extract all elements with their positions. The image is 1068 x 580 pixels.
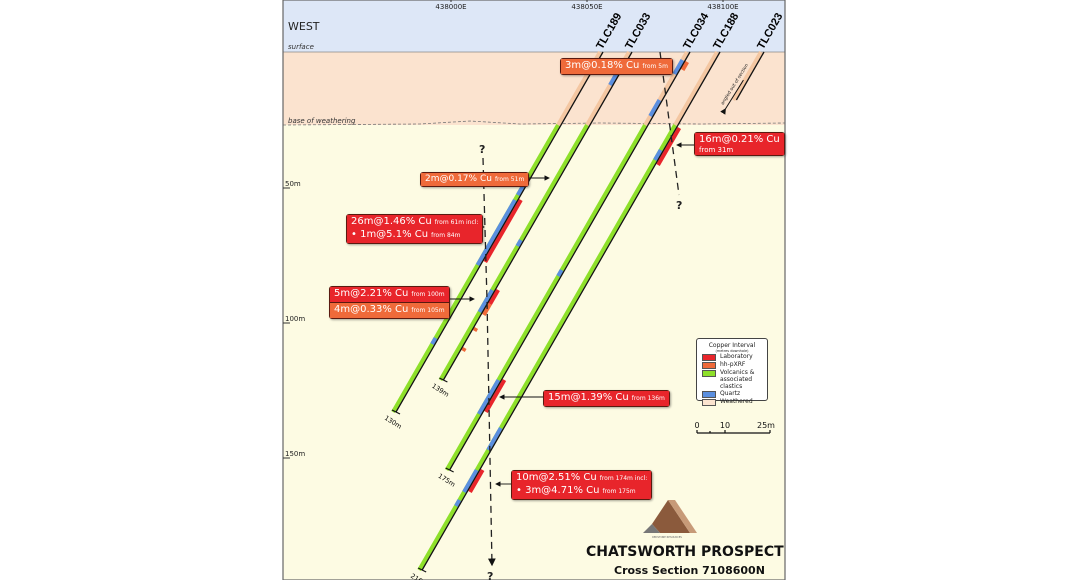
lab-copper-interval <box>484 379 507 413</box>
depth-axis: 50m 100m 150m <box>283 180 305 459</box>
hole-end-tick <box>417 567 427 573</box>
quartz-interval <box>477 379 501 415</box>
legend-title: Copper Interval <box>708 342 756 349</box>
lab-copper-interval <box>483 199 523 263</box>
legend-subtitle: (metres downhole) <box>715 349 749 353</box>
depth-label: 50m <box>285 180 301 188</box>
sub-interval-grade: • 3m@4.71% Cu <box>516 485 600 496</box>
west-label: WEST <box>288 20 320 33</box>
pxrf-copper-interval <box>482 303 492 316</box>
quartz-interval <box>556 269 564 277</box>
interval-from: from 100m <box>411 291 445 298</box>
legend-item-volcanics: Volcanics & associated clastics <box>702 369 767 390</box>
interval-grade: 5m@2.21% Cu <box>334 288 409 299</box>
section-subtitle: Cross Section 7108600N <box>614 564 765 577</box>
svg-text:REDSTONE RESOURCES: REDSTONE RESOURCES <box>652 535 682 539</box>
sub-interval-grade: 4m@0.33% Cu <box>334 304 409 315</box>
interval-grade: 26m@1.46% Cu <box>351 216 432 227</box>
interval-from: from 174m incl: <box>599 475 648 482</box>
interval-grade: 10m@2.51% Cu <box>516 472 597 483</box>
quartz-interval <box>477 289 494 313</box>
quartz-interval <box>672 59 685 75</box>
hole-end-tick <box>439 377 448 383</box>
frame <box>282 0 786 580</box>
quartz-interval <box>454 499 462 507</box>
interval-from: from 5m <box>642 63 668 70</box>
drill-hole-tlc023 <box>735 51 765 101</box>
quartz-interval <box>430 337 438 345</box>
interpreted-fault-east <box>659 51 680 196</box>
easting-label: 438100E <box>707 3 738 11</box>
quartz-interval <box>648 99 662 117</box>
sub-interval-from: from 175m <box>602 488 636 495</box>
interval-from: from 51m <box>494 176 525 183</box>
sub-interval-grade: • 1m@5.1% Cu <box>351 229 429 240</box>
legend-item-pxrf: hh-pXRF <box>702 361 767 369</box>
pxrf-copper-interval <box>680 61 689 71</box>
sub-interval-from: from 105m <box>411 307 445 314</box>
interval-grade: 16m@0.21% Cu <box>699 134 780 145</box>
legend-item-weathered: Weathered <box>702 398 767 406</box>
weathered-trace <box>673 51 719 126</box>
base-of-weathering-label: base of weathering <box>288 117 356 125</box>
quartz-interval <box>653 149 663 161</box>
lab-copper-interval <box>468 469 485 493</box>
legend: Copper Interval (metres downhole) Labora… <box>696 338 768 406</box>
interval-grade: 15m@1.39% Cu <box>548 392 629 403</box>
svg-text:10: 10 <box>720 421 730 430</box>
easting-label: 438050E <box>571 3 602 11</box>
company-logo: REDSTONE RESOURCES <box>643 500 697 539</box>
depth-label: 100m <box>285 315 305 323</box>
svg-text:0: 0 <box>694 421 699 430</box>
quartz-interval <box>462 469 479 493</box>
sub-interval-from: from 84m <box>431 232 461 239</box>
drill-hole-tlc033 <box>442 51 633 381</box>
prospect-title: CHATSWORTH PROSPECT <box>586 544 784 560</box>
lab-copper-interval <box>488 289 500 305</box>
svg-text:25m: 25m <box>757 421 775 430</box>
fault-query-bottom: ? <box>487 570 493 580</box>
base-of-weathering-line <box>282 120 786 126</box>
hole-end-depth: 216m <box>409 572 429 580</box>
lab-copper-interval <box>656 127 682 166</box>
drill-hole-tlc188 <box>421 51 721 571</box>
volcanics-trace <box>391 124 560 413</box>
drill-hole-tlc189 <box>395 51 604 413</box>
interval-grade: 3m@0.18% Cu <box>565 60 640 71</box>
quartz-interval <box>475 199 517 266</box>
fault-query-east: ? <box>676 199 682 212</box>
easting-axis: 438000E 438050E 438100E <box>435 0 739 11</box>
legend-item-quartz: Quartz <box>702 390 767 398</box>
depth-label: 150m <box>285 450 305 458</box>
volcanics-trace <box>417 124 677 571</box>
scale-bar: 0 10 25m <box>694 421 775 434</box>
interpreted-fault-west <box>482 157 496 567</box>
easting-label: 438000E <box>435 3 466 11</box>
interval-grade: 2m@0.17% Cu <box>425 174 492 184</box>
quartz-interval <box>515 239 523 247</box>
fault-query-top: ? <box>479 143 485 156</box>
surface-label: surface <box>288 43 314 51</box>
hole-end-tick <box>445 467 454 473</box>
legend-item-laboratory: Laboratory <box>702 353 767 361</box>
interval-from: from 61m incl: <box>434 219 479 226</box>
interval-from: from 31m <box>699 146 734 154</box>
pxrf-copper-interval <box>461 347 467 352</box>
volcanics-trace <box>438 124 589 381</box>
interval-from: from 136m <box>631 395 665 402</box>
hole-end-tick <box>391 409 401 415</box>
sky-band <box>283 0 785 52</box>
weathered-zone <box>283 52 785 125</box>
pxrf-copper-interval <box>472 327 479 332</box>
weathered-trace <box>731 51 763 101</box>
drill-hole-tlc034 <box>449 51 691 471</box>
